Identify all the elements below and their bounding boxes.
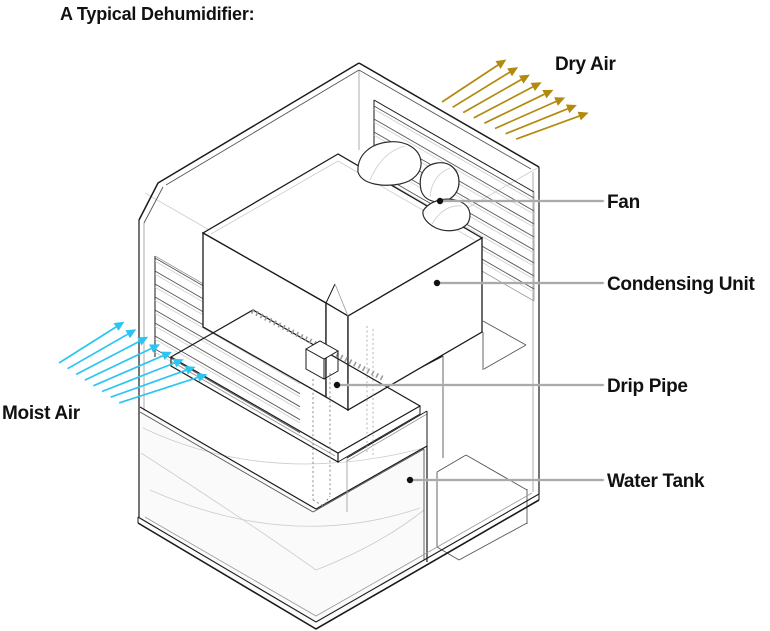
water-tank-callout-dot [406,476,414,484]
dry-air-arrows [441,59,589,140]
fan-label: Fan [607,192,640,213]
fan [357,141,471,232]
moist-air-label: Moist Air [2,403,81,424]
water-tank [139,406,428,628]
page-title: A Typical Dehumidifier: [60,4,255,24]
callout-leaders [333,197,605,484]
base-plinth [137,492,540,630]
drip-pipe-label: Drip Pipe [607,376,688,397]
condensing-unit-label: Condensing Unit [607,274,755,295]
tank-divider-wall [346,410,428,512]
condensing-unit-callout-dot [433,279,441,287]
condensing-unit [201,153,484,412]
drip-pipe [304,326,374,507]
water-tank-label: Water Tank [607,471,705,492]
drip-pipe-callout-dot [333,381,341,389]
moist-air-arrows [58,321,208,404]
fan-callout-dot [436,197,444,205]
dry-air-label: Dry Air [555,54,616,75]
compressor-compartment [436,454,528,561]
cabinet-outline [138,62,540,517]
